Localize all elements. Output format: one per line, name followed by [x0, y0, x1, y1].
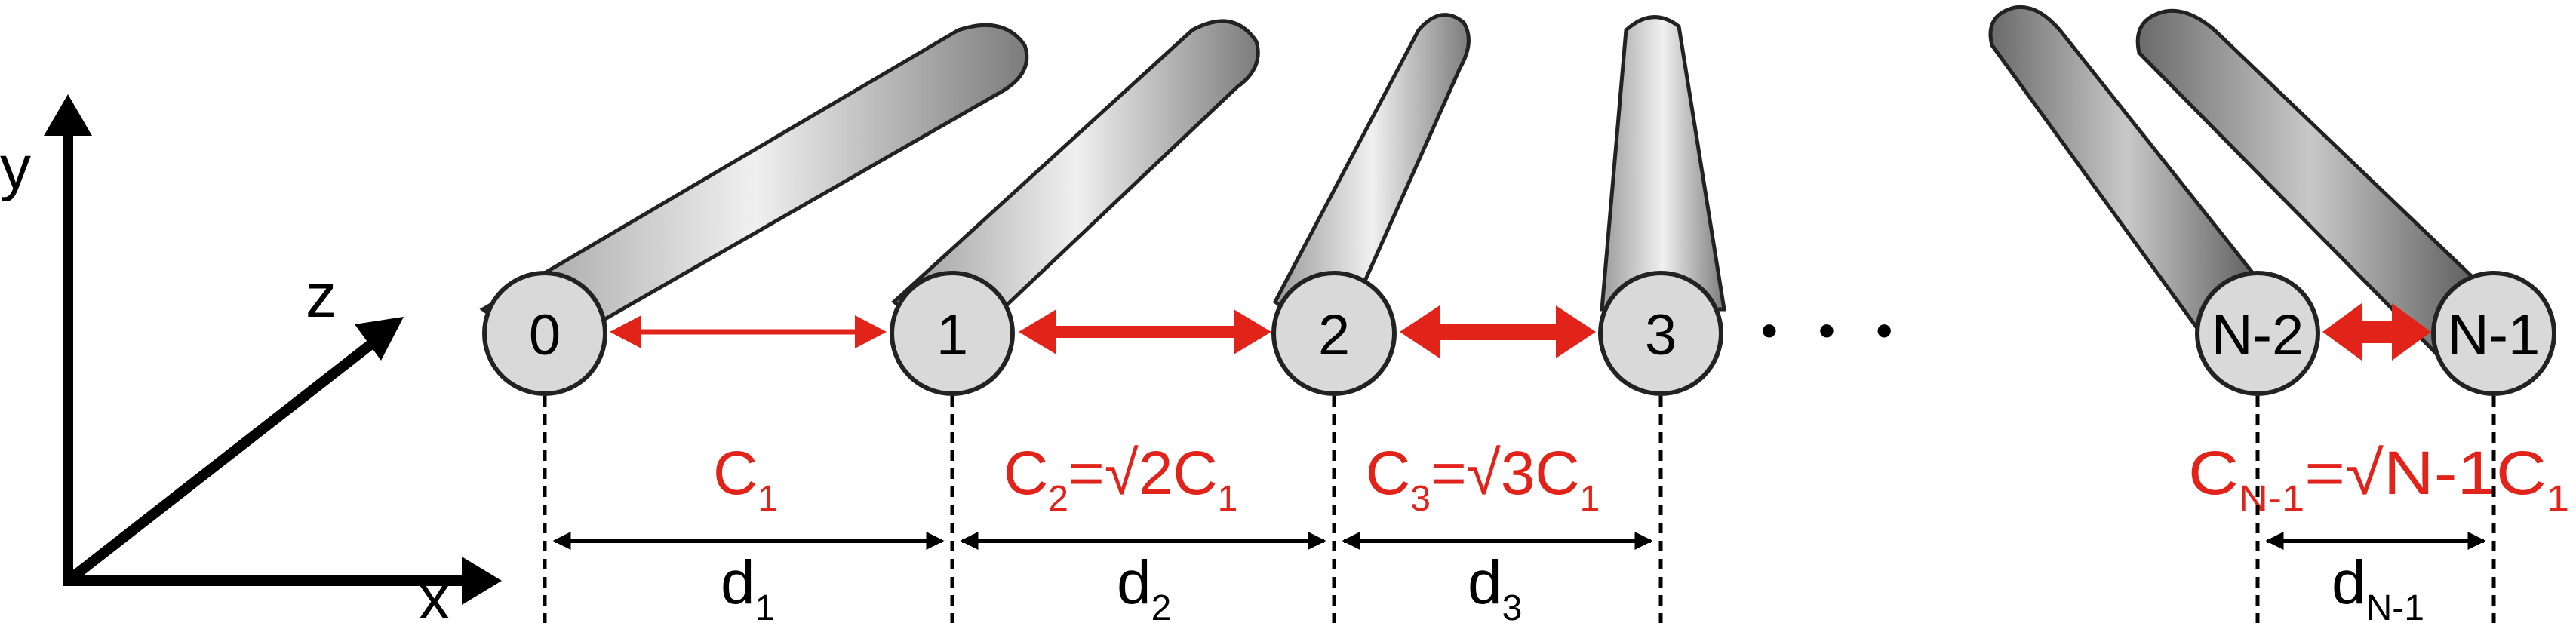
y-axis-label: y	[0, 134, 31, 202]
coupling-arrow-2	[1019, 309, 1271, 354]
coupling-arrow-n-1	[2322, 303, 2431, 361]
waveguide-2: 2	[1271, 271, 1397, 396]
waveguide-label-n-1: N-1	[2448, 303, 2540, 367]
waveguide-0: 0	[482, 271, 607, 396]
coupling-label-1: C1	[713, 439, 778, 519]
x-axis-arrowhead	[462, 557, 502, 605]
spacing-label-2: d2	[1117, 548, 1171, 623]
waveguide-label-0: 0	[529, 303, 561, 367]
spacing-label-n-1: dN-1	[2332, 548, 2424, 623]
z-axis	[64, 335, 381, 585]
waveguide-end-faces: 0 1 2 3 N-2 N-1	[482, 271, 2556, 396]
z-axis-arrowhead	[355, 317, 404, 361]
waveguide-rod-n-2	[1988, 5, 2267, 351]
waveguide-rod-n-1	[2135, 8, 2485, 358]
coupling-arrows	[610, 303, 2431, 361]
x-axis-label: x	[419, 563, 450, 623]
waveguide-rod-1	[891, 19, 1260, 358]
y-axis-arrowhead	[44, 94, 92, 136]
waveguide-rods	[479, 5, 2485, 358]
waveguide-label-n-2: N-2	[2212, 303, 2304, 367]
z-axis-label: z	[306, 262, 337, 330]
spacing-labels: d1 d2 d3 dN-1	[721, 548, 2424, 623]
ellipsis: • • •	[1761, 303, 1907, 358]
waveguide-n-1: N-1	[2431, 271, 2556, 396]
waveguide-n-2: N-2	[2195, 271, 2320, 396]
coupling-label-3: C3=√3C1	[1366, 439, 1600, 519]
waveguide-3: 3	[1598, 271, 1723, 396]
coordinate-axes: y z x	[0, 94, 502, 623]
spacing-label-3: d3	[1468, 548, 1522, 623]
waveguide-rod-0	[479, 23, 1029, 357]
waveguide-rod-3	[1600, 15, 1726, 312]
coupling-arrow-1	[610, 315, 887, 348]
waveguide-rod-2	[1272, 13, 1471, 350]
waveguide-1: 1	[890, 271, 1015, 396]
waveguide-label-3: 3	[1645, 303, 1677, 367]
spacing-guides	[543, 396, 2496, 623]
coupling-arrow-3	[1400, 305, 1596, 358]
waveguide-label-2: 2	[1318, 303, 1350, 367]
waveguide-label-1: 1	[936, 303, 968, 367]
coupling-label-2: C2=√2C1	[1004, 439, 1237, 519]
spacing-label-1: d1	[721, 548, 775, 623]
